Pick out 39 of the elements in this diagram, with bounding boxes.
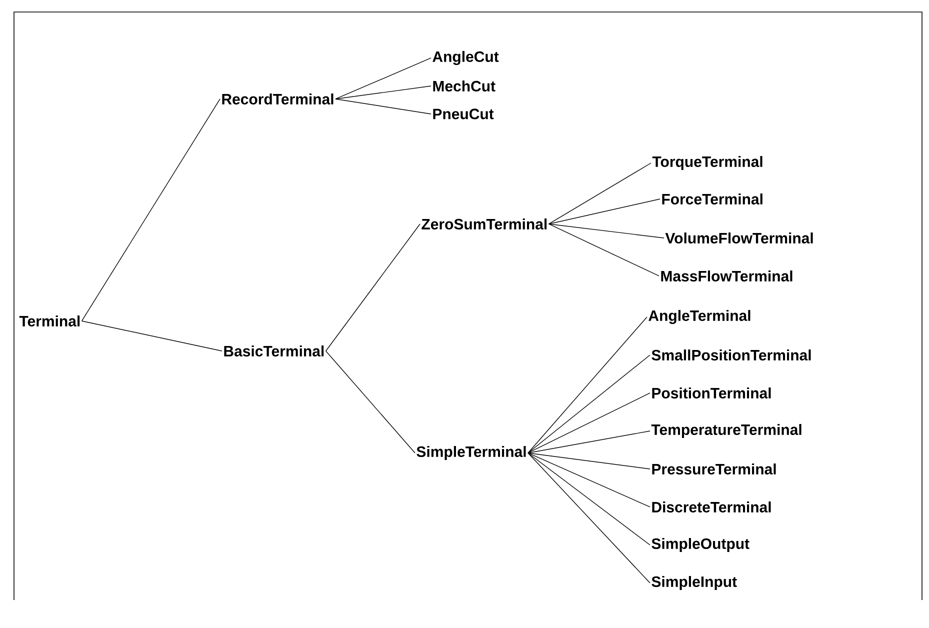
class-label: RecordTerminal xyxy=(222,93,334,104)
class-label: SmallPositionTerminal xyxy=(652,349,811,360)
connector-line xyxy=(548,198,660,224)
connector-line xyxy=(528,452,650,546)
class-label: PneuCut xyxy=(433,108,494,120)
class-label: BasicTerminal xyxy=(224,345,324,356)
connector-line xyxy=(528,354,650,454)
class-label: PositionTerminal xyxy=(652,387,771,398)
connector-line xyxy=(528,452,650,508)
class-label: ForceTerminal xyxy=(662,193,762,204)
class-label: SimpleOutput xyxy=(652,538,750,552)
connector-line xyxy=(528,452,650,470)
class-label: AngleCut xyxy=(432,50,499,66)
connector-line xyxy=(548,224,660,276)
connector-line xyxy=(528,316,648,454)
connector-line xyxy=(325,350,416,454)
connector-line xyxy=(528,452,650,584)
connector-line xyxy=(335,98,432,114)
connector-line xyxy=(335,86,432,100)
connector-line xyxy=(548,162,652,224)
class-label: MassFlowTerminal xyxy=(661,270,792,282)
class-label: MechCut xyxy=(433,80,496,92)
class-label: ZeroSumTerminal xyxy=(422,218,547,230)
class-label: DiscreteTerminal xyxy=(652,501,771,512)
class-label: AngleTerminal xyxy=(648,310,750,324)
class-label: VolumeFlowTerminal xyxy=(665,232,813,244)
connector-line xyxy=(548,224,664,238)
connector-line xyxy=(528,392,650,454)
class-label: SimpleTerminal xyxy=(416,446,526,460)
class-label: SimpleInput xyxy=(652,576,737,590)
connector-line xyxy=(335,58,432,100)
connector-line xyxy=(81,320,222,352)
connector-line xyxy=(81,98,220,322)
class-label: TemperatureTerminal xyxy=(651,424,802,438)
connector-line xyxy=(325,224,420,352)
class-label: Terminal xyxy=(19,315,80,326)
class-label: PressureTerminal xyxy=(652,463,776,474)
connector-line xyxy=(528,430,650,454)
class-label: TorqueTerminal xyxy=(652,156,762,170)
